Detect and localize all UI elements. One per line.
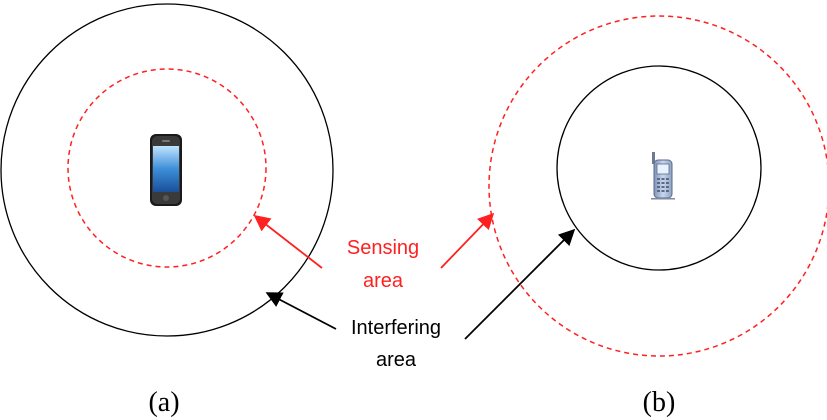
interfering-area-circle-b: [556, 65, 762, 271]
interfering-arrow-b: [464, 228, 576, 340]
sensing-label-line1: Sensing: [347, 237, 419, 259]
sensing-arrow-b: [440, 212, 495, 269]
interfering-area-circle-a: [0, 3, 334, 337]
smartphone-icon: [150, 134, 182, 206]
sensing-label-line2: area: [363, 270, 404, 292]
feature-phone-icon: [651, 152, 675, 200]
caption-a: (a): [148, 387, 179, 418]
sensing-area-circle-a: [67, 68, 267, 268]
interfering-label-line1: Interfering: [351, 317, 441, 339]
interfering-arrow-a: [265, 292, 337, 330]
interfering-label-line2: area: [376, 349, 417, 371]
caption-b: (b): [643, 387, 676, 418]
sensing-arrow-a: [253, 215, 323, 269]
sensing-area-circle-b: [488, 15, 827, 357]
